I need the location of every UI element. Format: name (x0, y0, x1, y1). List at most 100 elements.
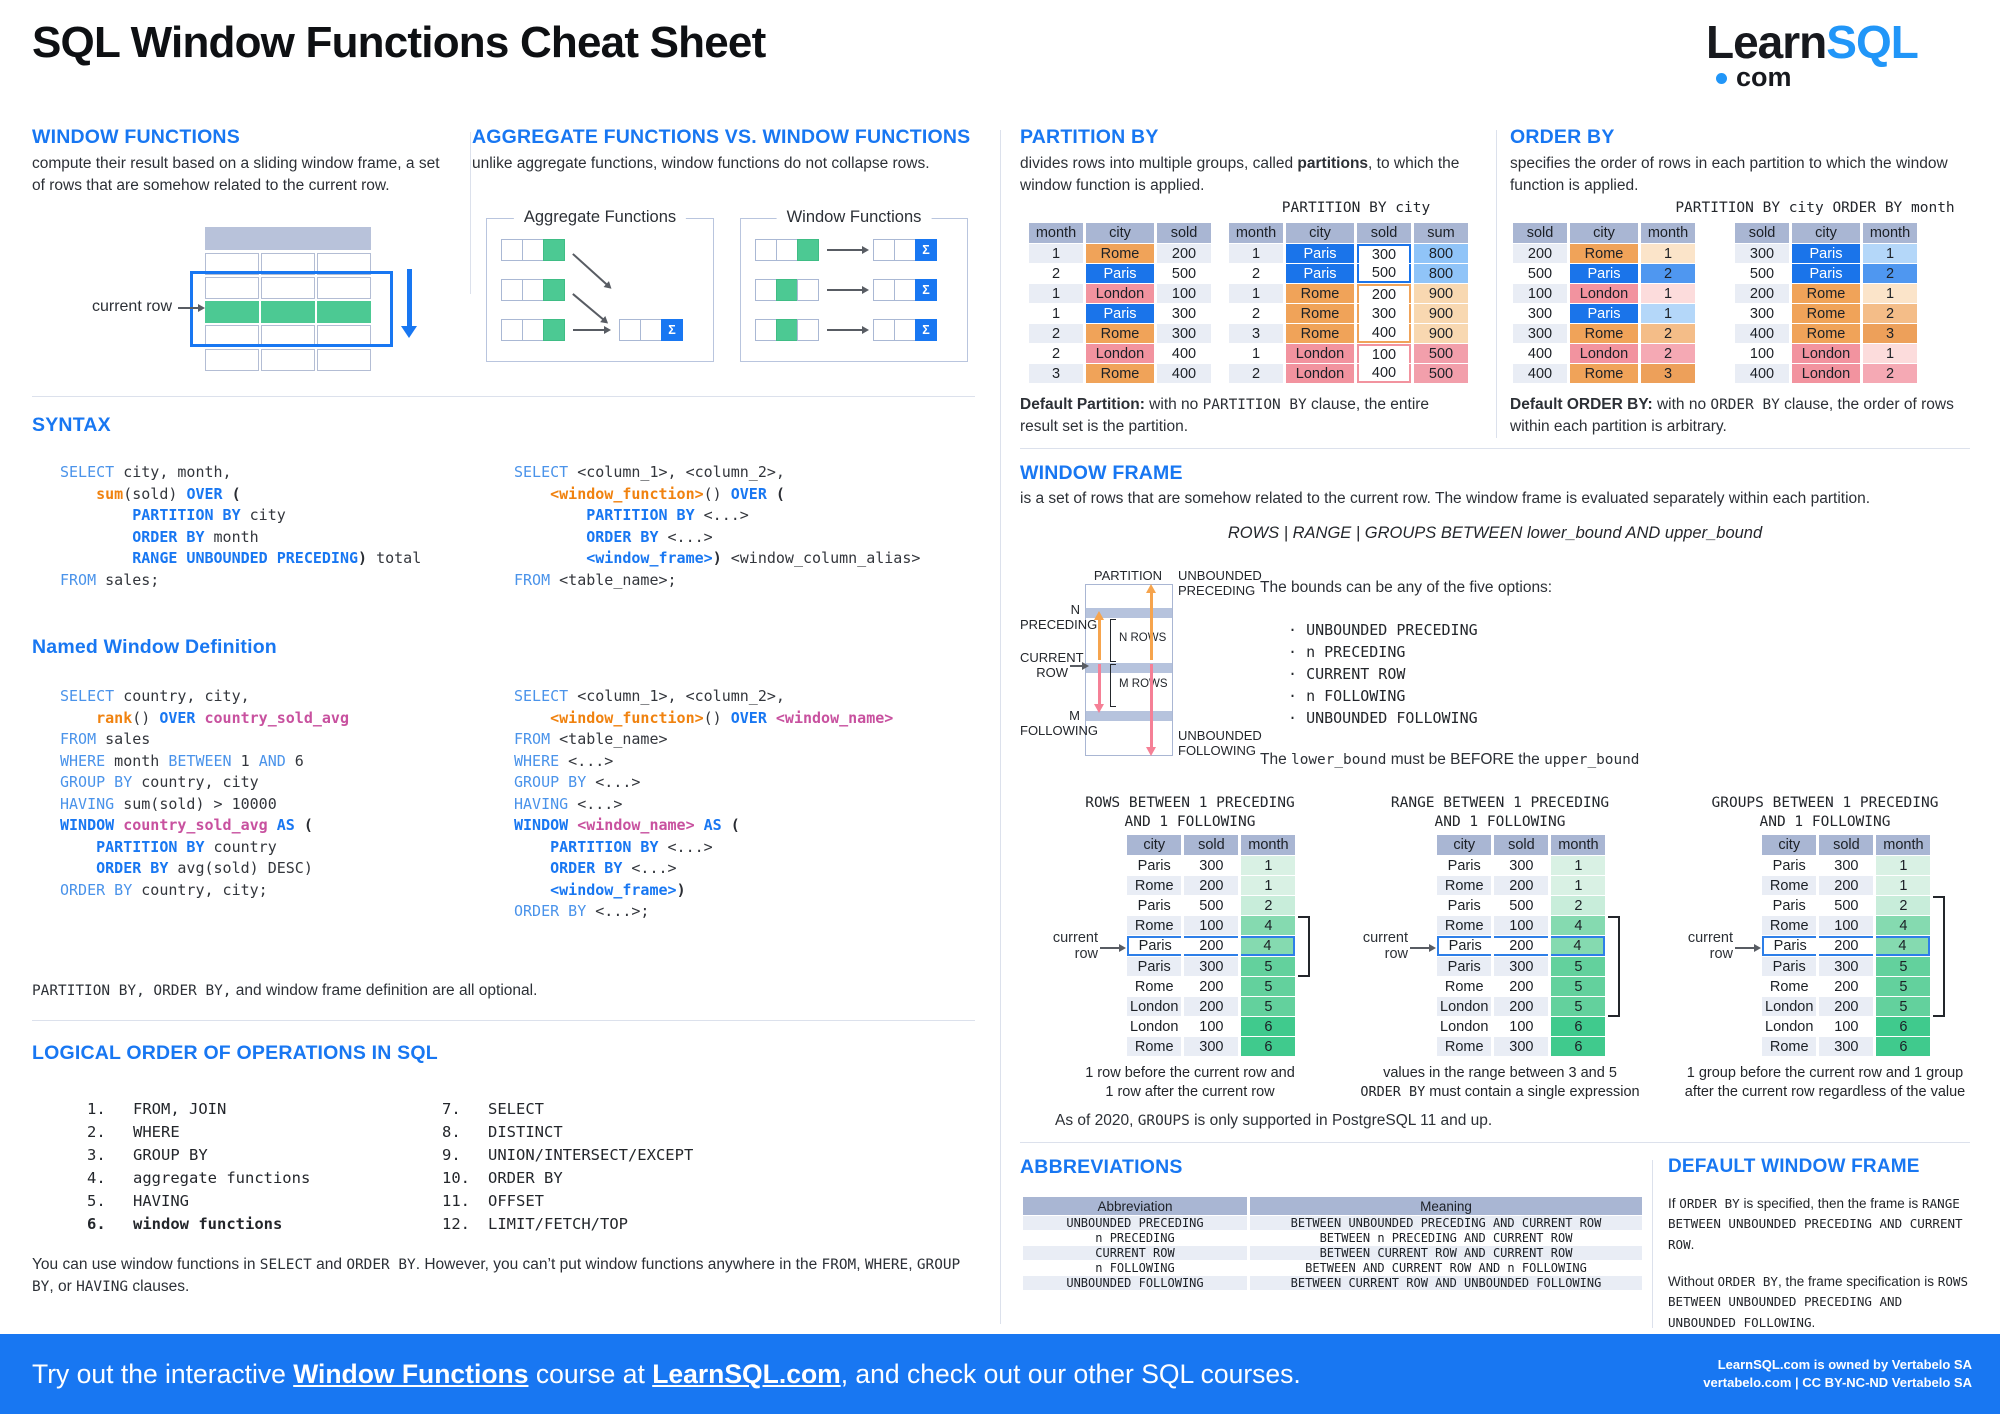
span (60, 709, 96, 727)
table-cell: 400 (1171, 345, 1197, 362)
table-cell: 1 (1241, 856, 1296, 875)
div: AND 1 FOLLOWING (1759, 814, 1891, 830)
span: <...>; (586, 902, 650, 920)
span: city, month, (114, 463, 232, 481)
table-cell: 100 (1199, 1018, 1224, 1035)
table-cell: 300 (1184, 957, 1239, 976)
div: PARTITION BY city (60, 505, 421, 527)
section-default-window-frame: DEFAULT WINDOW FRAME If ORDER BY is spec… (1668, 1156, 1970, 1336)
div (873, 239, 895, 261)
div (543, 239, 565, 261)
table-cell: Rome (1086, 244, 1154, 263)
table-cell: Paris (1792, 244, 1860, 263)
table-cell: 1 (1229, 244, 1283, 263)
learnsql-link[interactable]: LearnSQL.com (652, 1359, 841, 1389)
logo-learn: Learn (1706, 16, 1827, 68)
div: 11.OFFSET (442, 1192, 693, 1215)
table-cell: Rome (1286, 284, 1354, 303)
div: 7.SELECT (442, 1100, 693, 1123)
table-cell: 500 (1199, 897, 1224, 914)
table-cell: Rome (1127, 1037, 1182, 1056)
span: 1. (87, 1100, 106, 1118)
div: <window_function>() OVER ( (514, 484, 920, 506)
table-cell: 300 (1157, 324, 1211, 343)
n-rows-arrow-icon (1094, 611, 1104, 660)
table-cell: Rome (1792, 324, 1860, 343)
window-functions-course-link[interactable]: Window Functions (293, 1359, 529, 1389)
div: 1 row before the current row and (1030, 1064, 1350, 1083)
span: <...> (694, 506, 749, 524)
section-syntax: SYNTAX SELECT city, month, sum(sold) OVE… (32, 414, 975, 634)
table-cell: BETWEEN CURRENT ROW AND CURRENT ROW (1250, 1246, 1642, 1260)
table-cell: 6 (1876, 1037, 1931, 1056)
table-cell: 900 (1414, 324, 1468, 343)
table-cell: Paris (1137, 857, 1171, 874)
table-cell: Rome (1762, 876, 1817, 895)
table-cell: Paris (1762, 957, 1817, 976)
span: rank (96, 708, 133, 727)
table-cell: 1 (1551, 856, 1606, 875)
m-rows-arrow-icon (1094, 664, 1104, 713)
section-heading: WINDOW FRAME (1020, 462, 1183, 484)
table-cell: 400 (1357, 324, 1411, 343)
table-cell: 200 (1494, 997, 1549, 1016)
partition-label: PARTITION (1093, 568, 1163, 583)
table-cell: 100 (1834, 1018, 1859, 1035)
example-caption: 1 group before the current row and 1 gro… (1665, 1064, 1985, 1101)
span: values in the range between 3 and 5 (1383, 1065, 1617, 1081)
footer-text: course at (528, 1359, 653, 1389)
section-heading: WINDOW FUNCTIONS (32, 126, 240, 148)
span: ( (222, 484, 241, 503)
table-cell: 500 (1357, 264, 1411, 283)
table-cell: 4 (1876, 916, 1931, 935)
divider (470, 132, 471, 294)
span: ) (676, 880, 686, 899)
footer-cta: Try out the interactive Window Functions… (32, 1334, 1301, 1414)
div (261, 253, 315, 275)
diagram-title: Window Functions (776, 208, 932, 227)
table-cell: London (1570, 284, 1638, 303)
div: ORDER BY country, city; (60, 880, 349, 902)
n-preceding-row (1086, 608, 1172, 618)
table-cell: Rome (1769, 978, 1809, 995)
table-cell: BETWEEN n PRECEDING AND CURRENT ROW (1319, 1231, 1573, 1245)
logo-wordmark: LearnSQL (1706, 18, 1976, 66)
span: PARTITION BY (550, 837, 659, 856)
table-cell: Rome (1437, 876, 1492, 895)
table-cell: 300 (1184, 1037, 1239, 1056)
span: window functions (133, 1215, 283, 1233)
div (776, 279, 798, 301)
span: <table_name>; (550, 570, 677, 589)
span: OFFSET (488, 1192, 544, 1210)
span: ) (358, 549, 368, 567)
table-cell: 2 (1863, 304, 1917, 323)
div: WHERE month BETWEEN 1 AND 6 (60, 751, 349, 773)
div: Σ (915, 279, 937, 301)
table-cell: 200 (1494, 936, 1549, 956)
table-cell: 6 (1551, 1037, 1606, 1056)
groups-support-note: As of 2020, GROUPS is only supported in … (1055, 1110, 1955, 1132)
table-cell: Paris (1286, 244, 1354, 263)
th: Meaning (1250, 1197, 1642, 1215)
default-orderby-note: Default ORDER BY: with no ORDER BY claus… (1510, 394, 1965, 438)
span: WHERE (514, 751, 560, 770)
divider (1000, 130, 1001, 1324)
table-cell: 200 (1199, 978, 1224, 995)
table-cell: Rome (1570, 244, 1638, 263)
div (261, 277, 315, 299)
span (268, 816, 277, 834)
table-cell: 2 (1641, 344, 1695, 363)
table-cell: 1 (1641, 304, 1695, 323)
